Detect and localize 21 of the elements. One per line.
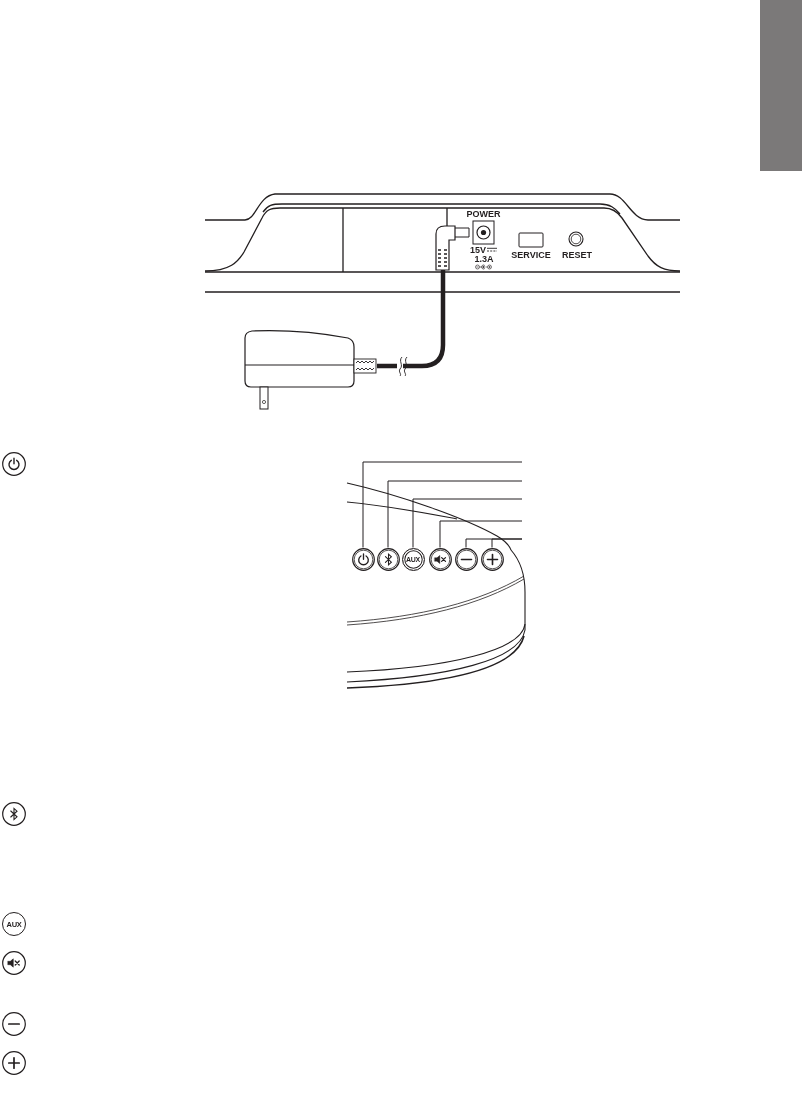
port-label: SERVICE <box>511 250 551 260</box>
power-button-icon <box>351 547 375 571</box>
bluetooth-icon <box>2 802 26 826</box>
mute-icon <box>2 951 26 975</box>
leader-line <box>387 480 523 548</box>
minus-icon <box>2 1012 26 1036</box>
jack-label: POWER <box>466 209 501 219</box>
minus-button-icon <box>454 547 478 571</box>
leader-line <box>439 520 523 548</box>
power-icon <box>2 452 26 476</box>
leader-line <box>491 538 523 548</box>
section-tab <box>760 0 802 171</box>
plus-icon <box>2 1051 26 1075</box>
leader-line <box>362 461 523 548</box>
mute-button-icon <box>428 547 452 571</box>
current-rating: 1.3A <box>474 254 494 263</box>
leader-line <box>412 498 523 548</box>
button-label: RESET <box>562 250 592 260</box>
plus-button-icon <box>480 547 504 571</box>
voltage-rating: 15V <box>470 245 486 255</box>
bluetooth-button-icon <box>376 547 400 571</box>
